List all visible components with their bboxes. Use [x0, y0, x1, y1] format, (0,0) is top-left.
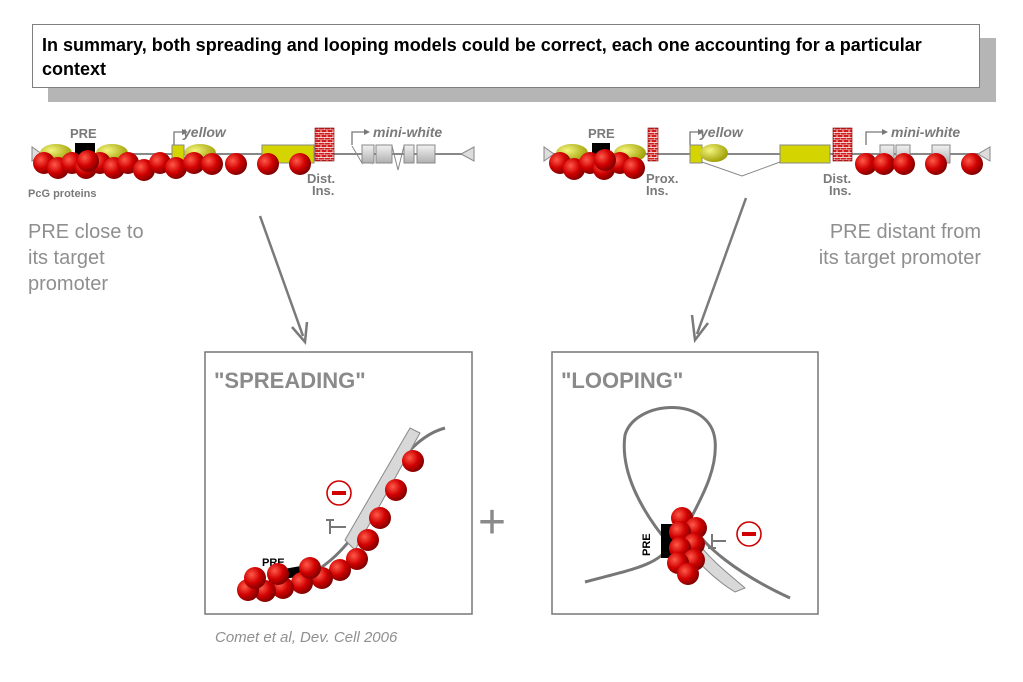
spreading-title: "SPREADING"	[214, 368, 366, 393]
dist-ins-label-2: Ins.	[829, 183, 851, 198]
spreading-panel: "SPREADING" PRE	[204, 351, 473, 615]
pcg-cluster-left	[33, 150, 311, 181]
right-construct: PRE Prox. Ins. yellow Dist. Ins. mini-wh…	[543, 124, 991, 198]
dist-insulator	[832, 127, 853, 162]
right-note-line: PRE distant from	[829, 221, 981, 243]
yellow-gene-label: yellow	[699, 124, 744, 140]
dist-ins-label-1: Dist.	[307, 171, 335, 186]
looping-panel: "LOOPING" PRE	[551, 351, 819, 615]
arrows	[258, 197, 748, 346]
dist-ins-label-2: Ins.	[312, 183, 334, 198]
looping-pre-label: PRE	[641, 533, 653, 556]
slide-title: In summary, both spreading and looping m…	[32, 24, 980, 88]
dist-ins-label-1: Dist.	[823, 171, 851, 186]
left-construct: PRE yellow Dist. Ins. mini-white	[28, 124, 475, 200]
dist-insulator	[314, 127, 335, 162]
pcg-label: PcG proteins	[28, 188, 96, 200]
prox-ins-label-1: Prox.	[646, 171, 679, 186]
pre-label: PRE	[70, 126, 97, 141]
prox-ins-label-2: Ins.	[646, 183, 668, 198]
left-note-line: PRE close to	[28, 221, 144, 243]
prox-insulator	[647, 127, 659, 162]
mini-white-label: mini-white	[373, 124, 442, 140]
pre-label: PRE	[588, 126, 615, 141]
yellow-gene-label: yellow	[182, 124, 227, 140]
pcg-cluster-right	[549, 149, 983, 180]
right-note-line: its target promoter	[818, 247, 981, 269]
looping-title: "LOOPING"	[561, 368, 683, 393]
citation: Comet et al, Dev. Cell 2006	[215, 629, 398, 646]
pcg-loop	[667, 507, 707, 585]
left-note: PRE close to its target promoter	[28, 219, 144, 297]
pcg-spread	[237, 450, 424, 602]
left-note-line: its target	[28, 247, 105, 269]
plus-sign: +	[478, 496, 506, 549]
left-note-line: promoter	[28, 273, 109, 295]
mini-white-label: mini-white	[891, 124, 960, 140]
right-note: PRE distant from its target promoter	[819, 219, 981, 271]
